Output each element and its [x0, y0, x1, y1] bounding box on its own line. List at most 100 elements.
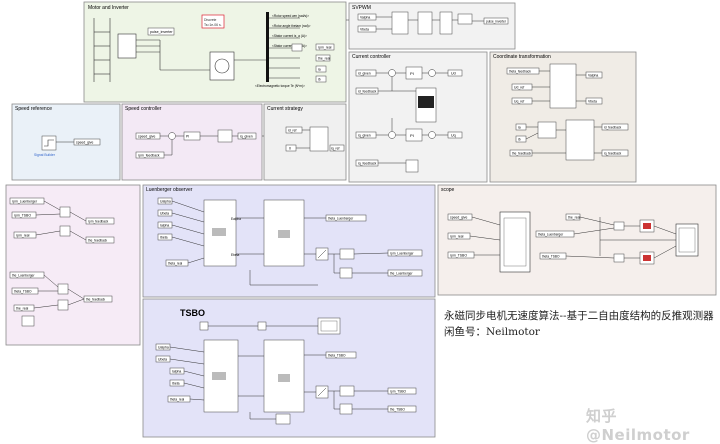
ib-goto[interactable]	[315, 75, 327, 83]
svpwm-block-2[interactable]	[417, 11, 433, 35]
unit-delay-block[interactable]	[339, 267, 353, 279]
the-real-goto[interactable]	[315, 54, 331, 62]
powergui-block[interactable]	[201, 14, 225, 29]
current-label-0: id_given	[358, 72, 371, 76]
gain-block[interactable]	[291, 43, 303, 52]
sum-block-d[interactable]	[388, 69, 396, 77]
tsbo-observer-block[interactable]	[203, 339, 239, 413]
coord-label-0: theta_feedback	[509, 70, 531, 74]
coord-label-4: Vbeta	[588, 100, 597, 104]
motor-label-7: the_real	[318, 57, 330, 61]
coord-label-8: id_feedback	[604, 126, 622, 130]
park-block[interactable]	[565, 119, 595, 161]
clarke-block[interactable]	[537, 121, 557, 139]
coord-label-6: ib	[518, 138, 521, 142]
scope-label-2: rpm_TSBO	[450, 254, 467, 258]
motor-label-8: ia	[318, 68, 321, 72]
left-label-0: rpm_Luenberger	[12, 200, 38, 204]
tsbo-label-5: theta_TSBO	[328, 354, 346, 358]
mtpa-block[interactable]	[309, 126, 329, 152]
motor-label-6: rpm_real	[318, 46, 332, 50]
current-label-6: Ud	[451, 72, 456, 76]
speed-controller-subsystem[interactable]: Speed controller speed_give rpm_feedback…	[121, 103, 263, 181]
svpwm-label-0: Valpha	[360, 16, 370, 20]
svpwm-subsystem-title: SVPWM	[352, 5, 371, 11]
coord-label-1: Ud_ref	[514, 86, 524, 90]
inverse-park-block[interactable]	[549, 63, 577, 109]
current-strategy-subsystem[interactable]: Current strategy id_ref 0 iq_ref	[263, 103, 347, 181]
scope-label-3: the_real	[568, 216, 580, 220]
scope-label-1: rpm_real	[450, 235, 464, 239]
left-label-1: rpm_TSBO	[14, 214, 31, 218]
luen-label-6: Ebeta	[231, 253, 240, 257]
coord-label-7: the_feedback	[512, 152, 532, 156]
svpwm-label-2: pulse_inverter	[486, 20, 507, 24]
signal-builder-block[interactable]	[41, 135, 57, 151]
coord-label-3: Valpha	[588, 74, 598, 78]
speedctl-label-3: PI	[186, 135, 189, 139]
curstrat-label-2: iq_ref	[331, 147, 340, 151]
luen-label-8: rpm_Luenberger	[390, 252, 415, 256]
left-label-2: rpm_real	[16, 234, 30, 238]
svpwm-block-1[interactable]	[391, 11, 409, 35]
tsbo-subsystem[interactable]: TSBO Ualpha Ubeta Ialpha Ibeta theta_rea…	[142, 298, 436, 438]
pi-d-block[interactable]	[405, 66, 423, 80]
rpm-real-goto[interactable]	[315, 43, 335, 51]
motor-inverter-subsystem[interactable]: Motor and Inverter pulse_inverter Discre…	[83, 1, 347, 103]
luen-label-9: the_Luenberger	[390, 272, 413, 276]
bus-selector	[266, 12, 269, 82]
tsbo-label-6: rpm_TSBO	[390, 390, 406, 394]
signal-routing-subsystem[interactable]: rpm_Luenberger rpm_TSBO rpm_real rpm_fee…	[5, 184, 141, 346]
svpwm-block-3[interactable]	[439, 11, 453, 35]
speedref-label-0: Signal Builder	[34, 153, 56, 157]
caption-line-2: 闲鱼号：Neilmotor	[444, 326, 540, 338]
luen-label-3: Ibeta	[160, 236, 168, 240]
speed-reference-subsystem[interactable]: Speed reference Signal Builder speed_giv…	[11, 103, 121, 181]
svpwm-block-4[interactable]	[457, 13, 473, 25]
motor-label-5: <Electromagnetic torque Te (N*m)>	[255, 84, 305, 88]
luen-label-4: theta_real	[168, 262, 182, 266]
current-label-7: Uq	[451, 134, 456, 138]
switch-block[interactable]	[21, 315, 35, 327]
sum-block-q[interactable]	[388, 131, 396, 139]
current-label-1: iq_given	[358, 134, 371, 138]
curstrat-subsystem-title: Current strategy	[267, 106, 303, 112]
left-label-4: the_feedback	[88, 239, 108, 243]
saturation-block[interactable]	[217, 129, 233, 143]
left-label-8: the_feedback	[86, 298, 106, 302]
current-controller-subsystem[interactable]: Current controller id_given iq_given id_…	[348, 51, 488, 183]
current-label-4: PI	[410, 71, 414, 76]
motor-label-4: <Stator current is_b (A)>	[272, 44, 307, 48]
motor-label-1: <Rotor speed wm (rad/s)>	[272, 14, 309, 18]
left-label-5: the_Luenberger	[12, 274, 35, 278]
motor-icon	[214, 58, 230, 74]
luenberger-observer-subsystem[interactable]: Luenberger observer Ualpha Ubeta Ialpha …	[142, 184, 436, 298]
scope-icon	[503, 217, 527, 267]
pi-q-block[interactable]	[405, 128, 423, 142]
tsbo-label-7: the_TSBO	[390, 408, 405, 412]
current-label-2: id_feedback	[358, 90, 377, 94]
scope-label-0: speed_give	[450, 216, 467, 220]
tsbo-label-1: Ubeta	[158, 358, 167, 362]
pmsm-motor-block[interactable]	[209, 51, 235, 81]
coordinate-transformation-subsystem[interactable]: Coordinate transformation theta_feedback…	[489, 51, 637, 183]
left-label-3: rpm_feedback	[88, 220, 109, 224]
speedctl-subsystem-title: Speed controller	[125, 106, 162, 112]
tsbo-label-4: theta_real	[170, 398, 184, 402]
tsbo-label-0: Ualpha	[158, 346, 169, 350]
svpwm-subsystem[interactable]: SVPWM Valpha Vbeta pulse_inverter	[348, 2, 516, 50]
ia-goto[interactable]	[315, 65, 327, 73]
zhihu-watermark: 知乎 @Neilmotor	[586, 407, 690, 444]
current-subsystem-title: Current controller	[352, 54, 391, 60]
step-icon	[44, 139, 54, 147]
speedctl-label-2: iq_given	[240, 135, 253, 139]
motor-label-9: ib	[318, 78, 321, 82]
scope-subsystem[interactable]: scope speed_give rpm_real rpm_TSBO the_r…	[437, 184, 717, 296]
luen-label-1: Ubeta	[160, 212, 169, 216]
current-label-5: PI	[410, 133, 414, 138]
scope-label-5: theta_TSBO	[542, 255, 560, 259]
scope-label-4: theta_Luenberger	[538, 233, 564, 237]
luen-subsystem-title: Luenberger observer	[146, 187, 193, 193]
pulse-inverter-from-tag[interactable]	[147, 27, 175, 36]
